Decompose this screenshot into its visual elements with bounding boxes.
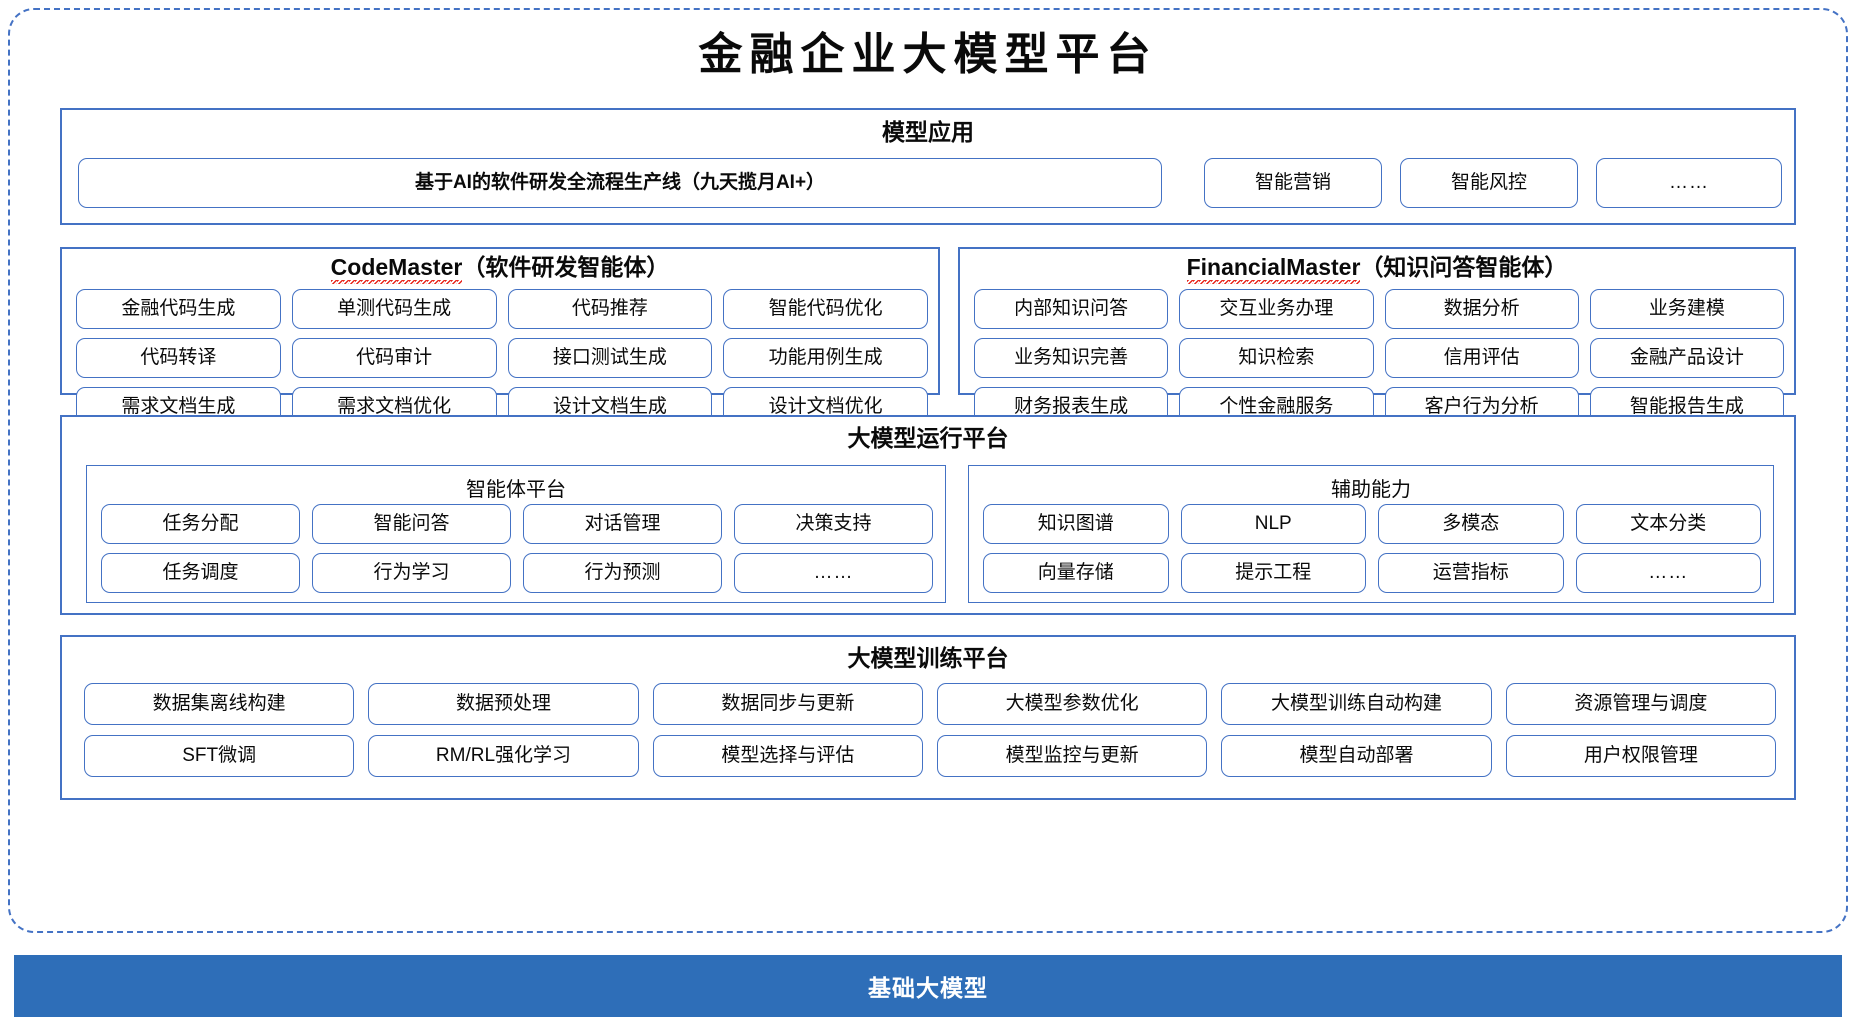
training-item[interactable]: 模型选择与评估 — [652, 735, 923, 777]
financial-master-subtitle: （知识问答智能体） — [1360, 254, 1568, 280]
section-training-platform: 大模型训练平台 数据集离线构建 数据预处理 数据同步与更新 大模型参数优化 大模… — [60, 635, 1796, 800]
agent-platform-item[interactable]: 行为学习 — [312, 553, 511, 593]
assist-item[interactable]: 多模态 — [1378, 504, 1564, 544]
subsection-title-assist-capabilities: 辅助能力 — [1331, 479, 1411, 501]
code-master-item[interactable]: 代码审计 — [291, 338, 497, 378]
training-item[interactable]: 大模型参数优化 — [937, 683, 1208, 725]
section-title-runtime-platform: 大模型运行平台 — [847, 425, 1009, 451]
code-master-grid: 金融代码生成 单测代码生成 代码推荐 智能代码优化 代码转译 代码审计 接口测试… — [76, 289, 928, 427]
financial-master-item[interactable]: 内部知识问答 — [974, 289, 1169, 329]
section-financial-master: FinancialMaster（知识问答智能体） 内部知识问答 交互业务办理 数… — [958, 247, 1796, 427]
training-item[interactable]: 数据同步与更新 — [652, 683, 923, 725]
subsection-title-agent-platform: 智能体平台 — [466, 479, 566, 501]
assist-capabilities-grid: 知识图谱 NLP 多模态 文本分类 向量存储 提示工程 运营指标 …… — [983, 504, 1761, 593]
assist-item[interactable]: 提示工程 — [1180, 553, 1366, 593]
code-master-name: CodeMaster — [330, 254, 463, 284]
code-master-item[interactable]: 功能用例生成 — [723, 338, 928, 378]
section-title-financial-master: FinancialMaster（知识问答智能体） — [960, 254, 1794, 284]
agent-platform-item[interactable]: 对话管理 — [523, 504, 722, 544]
footer-foundation-model-bar: 基础大模型 — [14, 955, 1842, 1017]
assist-item[interactable]: 向量存储 — [983, 553, 1169, 593]
training-item[interactable]: 用户权限管理 — [1505, 735, 1776, 777]
training-item[interactable]: 数据预处理 — [368, 683, 639, 725]
app-item-smart-risk-control[interactable]: 智能风控 — [1400, 158, 1578, 208]
app-item-more[interactable]: …… — [1596, 158, 1782, 208]
code-master-item[interactable]: 单测代码生成 — [291, 289, 497, 329]
page-title: 金融企业大模型平台 — [698, 30, 1158, 79]
agent-platform-item[interactable]: 任务分配 — [101, 504, 300, 544]
section-title-training-platform: 大模型训练平台 — [847, 645, 1009, 671]
training-item[interactable]: 资源管理与调度 — [1505, 683, 1776, 725]
financial-master-item[interactable]: 金融产品设计 — [1589, 338, 1784, 378]
app-item-ai-sdlc[interactable]: 基于AI的软件研发全流程生产线（九天揽月AI+） — [78, 158, 1162, 208]
code-master-subtitle: （软件研发智能体） — [462, 254, 670, 280]
model-applications-row: 基于AI的软件研发全流程生产线（九天揽月AI+） 智能营销 智能风控 …… — [78, 158, 1782, 208]
subsection-agent-platform: 智能体平台 任务分配 智能问答 对话管理 决策支持 任务调度 行为学习 行为预测… — [86, 465, 946, 603]
agent-platform-item[interactable]: 决策支持 — [734, 504, 933, 544]
training-item[interactable]: 模型监控与更新 — [937, 735, 1208, 777]
financial-master-name: FinancialMaster — [1186, 254, 1361, 284]
code-master-item[interactable]: 代码转译 — [76, 338, 281, 378]
agent-platform-item-more[interactable]: …… — [734, 553, 933, 593]
training-item[interactable]: RM/RL强化学习 — [368, 735, 639, 777]
code-master-item[interactable]: 代码推荐 — [507, 289, 713, 329]
training-item[interactable]: SFT微调 — [84, 735, 355, 777]
financial-master-item[interactable]: 数据分析 — [1384, 289, 1579, 329]
financial-master-item[interactable]: 业务建模 — [1589, 289, 1784, 329]
agent-platform-item[interactable]: 行为预测 — [523, 553, 722, 593]
training-item[interactable]: 大模型训练自动构建 — [1221, 683, 1492, 725]
code-master-item[interactable]: 智能代码优化 — [723, 289, 928, 329]
financial-master-item[interactable]: 交互业务办理 — [1179, 289, 1374, 329]
financial-master-item[interactable]: 知识检索 — [1179, 338, 1374, 378]
app-item-smart-marketing[interactable]: 智能营销 — [1204, 158, 1382, 208]
assist-item[interactable]: NLP — [1180, 504, 1366, 544]
assist-item[interactable]: 知识图谱 — [983, 504, 1169, 544]
section-model-applications: 模型应用 基于AI的软件研发全流程生产线（九天揽月AI+） 智能营销 智能风控 … — [60, 108, 1796, 225]
code-master-item[interactable]: 接口测试生成 — [507, 338, 713, 378]
outer-dashed-container — [8, 8, 1848, 933]
financial-master-item[interactable]: 业务知识完善 — [974, 338, 1169, 378]
agent-platform-grid: 任务分配 智能问答 对话管理 决策支持 任务调度 行为学习 行为预测 …… — [101, 504, 933, 593]
assist-item-more[interactable]: …… — [1575, 553, 1761, 593]
code-master-item[interactable]: 金融代码生成 — [76, 289, 281, 329]
training-item[interactable]: 数据集离线构建 — [84, 683, 355, 725]
subsection-assist-capabilities: 辅助能力 知识图谱 NLP 多模态 文本分类 向量存储 提示工程 运营指标 …… — [968, 465, 1774, 603]
section-title-model-applications: 模型应用 — [882, 119, 974, 145]
assist-item[interactable]: 运营指标 — [1378, 553, 1564, 593]
section-runtime-platform: 大模型运行平台 智能体平台 任务分配 智能问答 对话管理 决策支持 任务调度 行… — [60, 415, 1796, 615]
assist-item[interactable]: 文本分类 — [1575, 504, 1761, 544]
training-platform-grid: 数据集离线构建 数据预处理 数据同步与更新 大模型参数优化 大模型训练自动构建 … — [84, 683, 1776, 777]
agent-platform-item[interactable]: 智能问答 — [312, 504, 511, 544]
footer-label: 基础大模型 — [868, 975, 988, 1001]
financial-master-item[interactable]: 信用评估 — [1384, 338, 1579, 378]
section-title-code-master: CodeMaster（软件研发智能体） — [62, 254, 938, 284]
financial-master-grid: 内部知识问答 交互业务办理 数据分析 业务建模 业务知识完善 知识检索 信用评估… — [974, 289, 1784, 427]
agent-platform-item[interactable]: 任务调度 — [101, 553, 300, 593]
training-item[interactable]: 模型自动部署 — [1221, 735, 1492, 777]
section-code-master: CodeMaster（软件研发智能体） 金融代码生成 单测代码生成 代码推荐 智… — [60, 247, 940, 427]
